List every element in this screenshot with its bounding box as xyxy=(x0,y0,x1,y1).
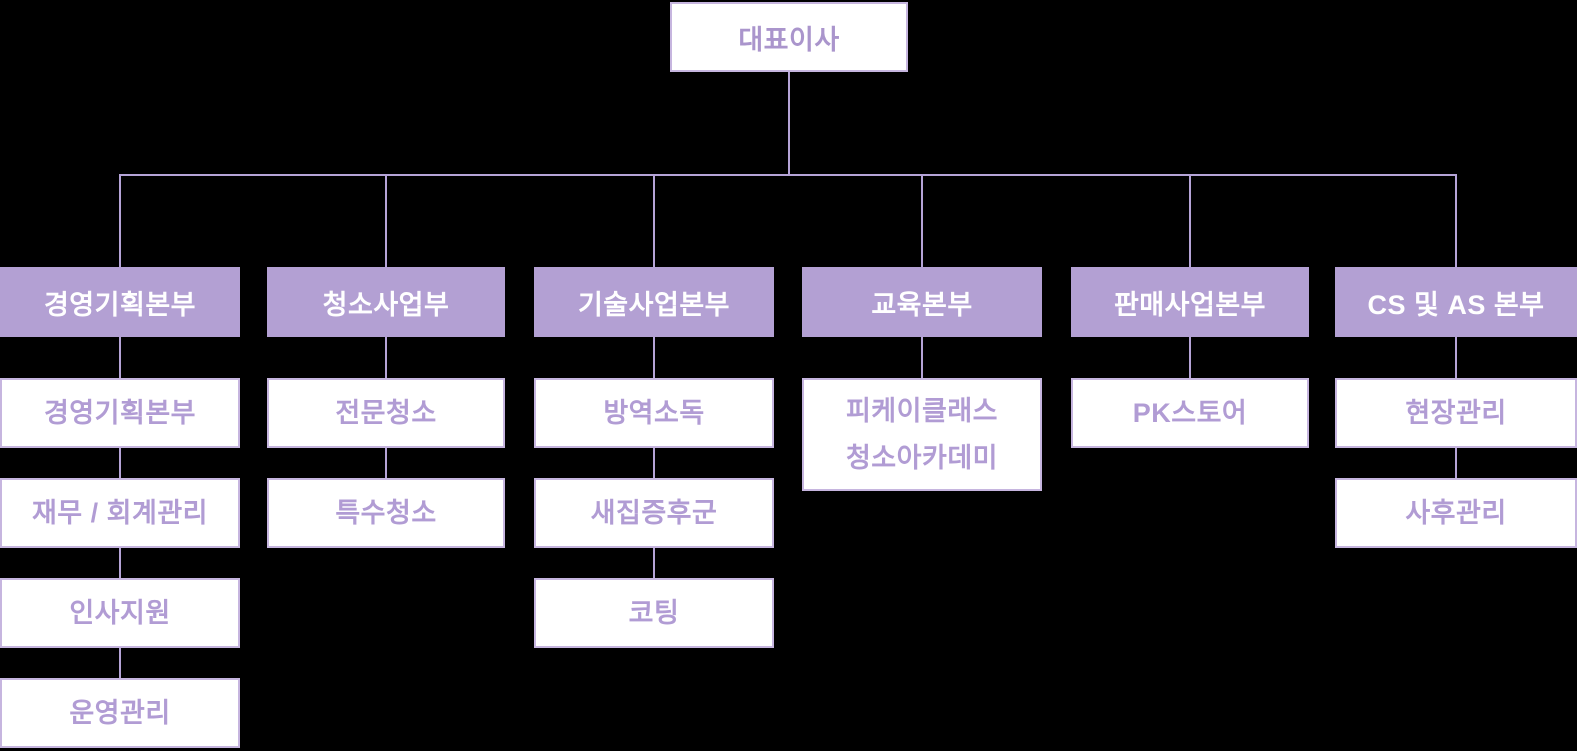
org-node-child: 특수청소 xyxy=(267,478,505,548)
org-node-child: 재무 / 회계관리 xyxy=(0,478,240,548)
org-node-dept-sales: 판매사업본부 xyxy=(1071,267,1309,337)
org-node-child: 전문청소 xyxy=(267,378,505,448)
org-node-child: 인사지원 xyxy=(0,578,240,648)
connector-root-drop xyxy=(788,72,790,174)
org-node-dept-management-planning: 경영기획본부 xyxy=(0,267,240,337)
org-node-child: 경영기획본부 xyxy=(0,378,240,448)
connector-drop-col6 xyxy=(1455,174,1457,267)
org-node-ceo: 대표이사 xyxy=(670,2,908,72)
connector-col4-stub1 xyxy=(921,337,923,378)
org-node-child: 새집증후군 xyxy=(534,478,774,548)
org-node-child: 현장관리 xyxy=(1335,378,1577,448)
connector-col1-stub3 xyxy=(119,548,121,578)
connector-col3-stub3 xyxy=(653,548,655,578)
connector-col6-stub2 xyxy=(1455,448,1457,478)
connector-col3-stub2 xyxy=(653,448,655,478)
connector-col1-stub4 xyxy=(119,648,121,678)
org-node-dept-cleaning: 청소사업부 xyxy=(267,267,505,337)
org-node-child: 방역소독 xyxy=(534,378,774,448)
org-node-child: 운영관리 xyxy=(0,678,240,748)
connector-col2-stub1 xyxy=(385,337,387,378)
org-node-dept-cs-as: CS 및 AS 본부 xyxy=(1335,267,1577,337)
org-node-child: 코팅 xyxy=(534,578,774,648)
org-node-dept-education: 교육본부 xyxy=(802,267,1042,337)
connector-col1-stub2 xyxy=(119,448,121,478)
org-node-child: PK스토어 xyxy=(1071,378,1309,448)
connector-col1-stub1 xyxy=(119,337,121,378)
connector-col6-stub1 xyxy=(1455,337,1457,378)
connector-drop-col3 xyxy=(653,174,655,267)
org-node-child: 사후관리 xyxy=(1335,478,1577,548)
connector-col3-stub1 xyxy=(653,337,655,378)
connector-drop-col5 xyxy=(1189,174,1191,267)
org-node-dept-technology: 기술사업본부 xyxy=(534,267,774,337)
connector-col5-stub1 xyxy=(1189,337,1191,378)
connector-drop-col2 xyxy=(385,174,387,267)
connector-col2-stub2 xyxy=(385,448,387,478)
connector-main-horizontal xyxy=(119,174,1457,176)
connector-drop-col4 xyxy=(921,174,923,267)
org-node-child: 피케이클래스 청소아카데미 xyxy=(802,378,1042,491)
connector-drop-col1 xyxy=(119,174,121,267)
